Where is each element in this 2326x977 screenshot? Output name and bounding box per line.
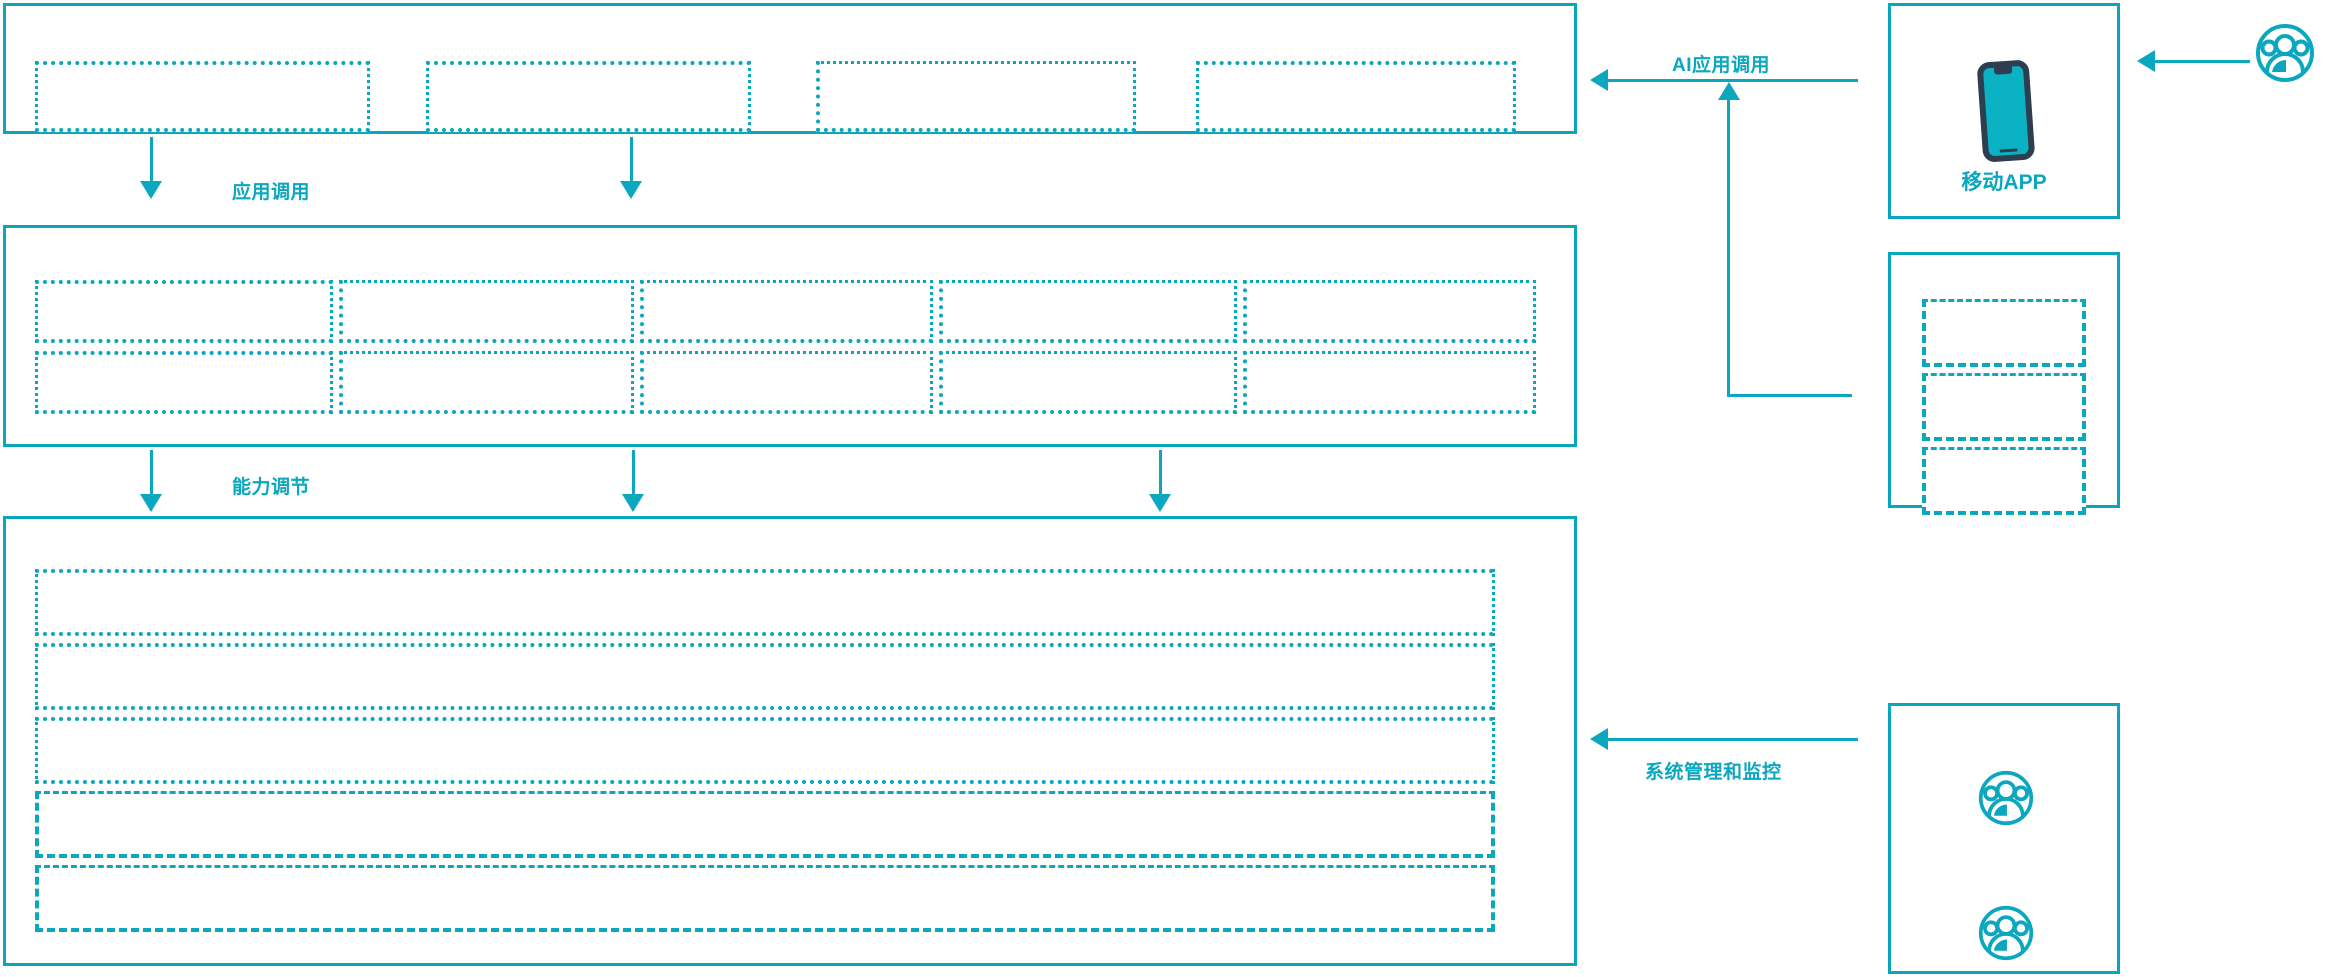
infrastructure-slot-2[interactable] — [35, 643, 1495, 710]
app-call-arrowhead-2 — [620, 181, 642, 199]
application-slot-1[interactable] — [35, 61, 370, 132]
capability-call-connector-2 — [632, 450, 635, 494]
capability-call-connector-1 — [150, 450, 153, 494]
application-layer-panel — [3, 3, 1577, 134]
ai-app-call-label: AI应用调用 — [1672, 55, 1771, 76]
capability-slot-7[interactable] — [339, 351, 634, 414]
operations-user-group-icon-2 — [1977, 904, 2035, 967]
capability-slot-9[interactable] — [939, 351, 1237, 414]
capability-slot-4[interactable] — [939, 280, 1237, 343]
capability-slot-2[interactable] — [339, 280, 634, 343]
capability-call-arrowhead-3 — [1149, 494, 1171, 512]
capability-slot-6[interactable] — [35, 351, 333, 414]
capability-slot-1[interactable] — [35, 280, 333, 343]
ai-app-call-arrowhead — [1590, 69, 1608, 91]
capability-slot-10[interactable] — [1243, 351, 1536, 414]
infrastructure-slot-5[interactable] — [35, 865, 1495, 932]
channel-riser-arrowhead — [1718, 82, 1740, 100]
app-call-arrowhead-1 — [140, 181, 162, 199]
infrastructure-layer-panel — [3, 516, 1577, 966]
mobile-app-panel[interactable]: 移动APP — [1888, 3, 2120, 219]
operations-user-group-icon-1 — [1977, 769, 2035, 832]
application-slot-2[interactable] — [426, 61, 751, 132]
capability-call-arrowhead-1 — [140, 494, 162, 512]
channel-slot-2[interactable] — [1922, 373, 2086, 441]
mobile-app-label: 移动APP — [1961, 171, 2047, 194]
channel-riser-line — [1727, 100, 1730, 397]
capability-call-arrowhead-2 — [622, 494, 644, 512]
capability-slot-3[interactable] — [640, 280, 933, 343]
application-slot-4[interactable] — [1196, 61, 1516, 132]
channel-slot-1[interactable] — [1922, 299, 2086, 367]
channel-riser-elbow — [1727, 394, 1852, 397]
capability-slot-8[interactable] — [640, 351, 933, 414]
mobile-phone-icon — [1969, 58, 2045, 171]
channel-panel — [1888, 252, 2120, 515]
infrastructure-slot-4[interactable] — [35, 791, 1495, 858]
app-call-label: 应用调用 — [232, 182, 311, 203]
system-admin-line — [1608, 738, 1858, 741]
application-slot-3[interactable] — [816, 61, 1136, 132]
system-admin-arrowhead — [1590, 728, 1608, 750]
system-admin-label: 系统管理和监控 — [1645, 762, 1782, 783]
channel-slot-3[interactable] — [1922, 447, 2086, 515]
infrastructure-slot-1[interactable] — [35, 569, 1495, 636]
capability-slot-5[interactable] — [1243, 280, 1536, 343]
operations-panel — [1888, 703, 2120, 974]
ai-app-call-line — [1608, 79, 1858, 82]
app-call-connector-1 — [150, 137, 153, 181]
capability-call-label: 能力调节 — [232, 477, 311, 498]
capability-call-connector-3 — [1159, 450, 1162, 494]
capability-layer-panel — [3, 225, 1577, 447]
infrastructure-slot-3[interactable] — [35, 717, 1495, 784]
external-user-group-icon — [2254, 22, 2316, 89]
app-call-connector-2 — [630, 137, 633, 181]
external-user-line — [2155, 60, 2250, 63]
external-user-arrowhead — [2137, 50, 2155, 72]
